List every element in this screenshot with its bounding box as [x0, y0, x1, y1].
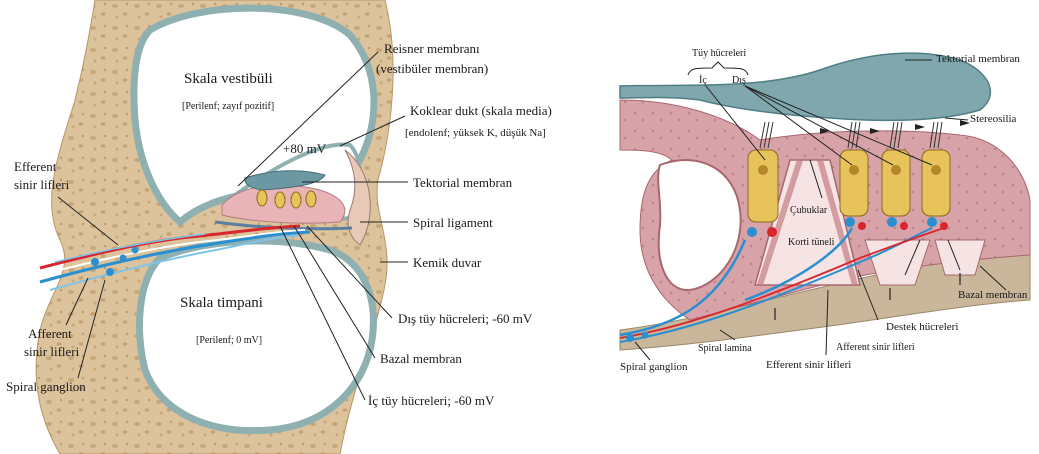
- label-stereosilia: Stereosilia: [970, 114, 1016, 125]
- label-efferent-1: Efferent: [14, 160, 56, 173]
- label-koklear-1: Koklear dukt (skala media): [410, 104, 552, 117]
- label-spiral-ganglion-left: Spiral ganglion: [6, 380, 86, 393]
- label-efferent-2: sinir lifleri: [14, 178, 69, 191]
- label-afferent-1: Afferent: [28, 327, 72, 340]
- label-tuy-hucreleri: Tüy hücreleri: [692, 49, 746, 59]
- label-korti-tuneli: Korti tüneli: [788, 238, 834, 248]
- label-perilenf-0: [Perilenf; 0 mV]: [196, 336, 262, 346]
- label-ic-tuy: İç tüy hücreleri; -60 mV: [368, 394, 494, 407]
- label-dis: Dış: [732, 76, 746, 86]
- label-perilenf-zayif: [Perilenf; zayıf pozitif]: [182, 102, 274, 112]
- label-reisner-2: (vestibüler membran): [376, 62, 488, 75]
- label-koklear-2: [endolenf; yüksek K, düşük Na]: [405, 128, 546, 139]
- hair-cell-bracket: [688, 62, 748, 75]
- label-cubuklar: Çubuklar: [790, 206, 827, 216]
- label-tektorial-right: Tektorial membran: [936, 54, 1020, 65]
- label-plus80: +80 mV: [283, 142, 326, 155]
- label-spiral-ganglion-right: Spiral ganglion: [620, 362, 688, 373]
- label-afferent-right: Afferent sinir lifleri: [836, 343, 915, 353]
- label-afferent-2: sinir lifleri: [24, 345, 79, 358]
- label-bazal-left: Bazal membran: [380, 352, 462, 365]
- label-efferent-right: Efferent sinir lifleri: [766, 360, 851, 371]
- label-reisner-1: Reisner membranı: [384, 42, 480, 55]
- label-tektorial-left: Tektorial membran: [413, 176, 512, 189]
- label-destek-hucreleri: Destek hücreleri: [886, 322, 958, 333]
- left-cochlea-section: [36, 0, 408, 454]
- label-skala-timpani: Skala timpani: [180, 296, 263, 311]
- label-ic: İç: [699, 76, 707, 86]
- label-skala-vestibuli: Skala vestibüli: [184, 72, 273, 87]
- label-kemik-duvar: Kemik duvar: [413, 256, 481, 269]
- label-bazal-right: Bazal membran: [958, 290, 1027, 301]
- label-dis-tuy: Dış tüy hücreleri; -60 mV: [398, 312, 532, 325]
- label-spiral-lamina: Spiral lamina: [698, 344, 752, 354]
- label-spiral-ligament: Spiral ligament: [413, 216, 493, 229]
